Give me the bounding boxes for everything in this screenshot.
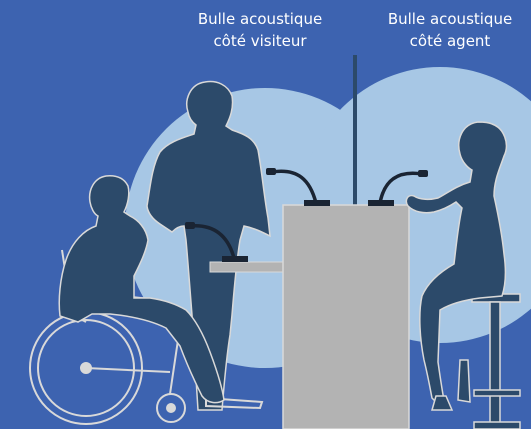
agent-bubble-label: Bulle acoustique côté agent	[370, 8, 530, 52]
visitor-bubble-label: Bulle acoustique côté visiteur	[160, 8, 360, 52]
visitor-bubble-label-line1: Bulle acoustique	[160, 8, 360, 30]
agent-bubble-label-line2: côté agent	[370, 30, 530, 52]
reception-counter	[283, 205, 409, 429]
agent-bubble-label-line1: Bulle acoustique	[370, 8, 530, 30]
visitor-bubble-label-line2: côté visiteur	[160, 30, 360, 52]
visitor-shelf	[210, 262, 285, 272]
divider-pole	[353, 55, 357, 205]
